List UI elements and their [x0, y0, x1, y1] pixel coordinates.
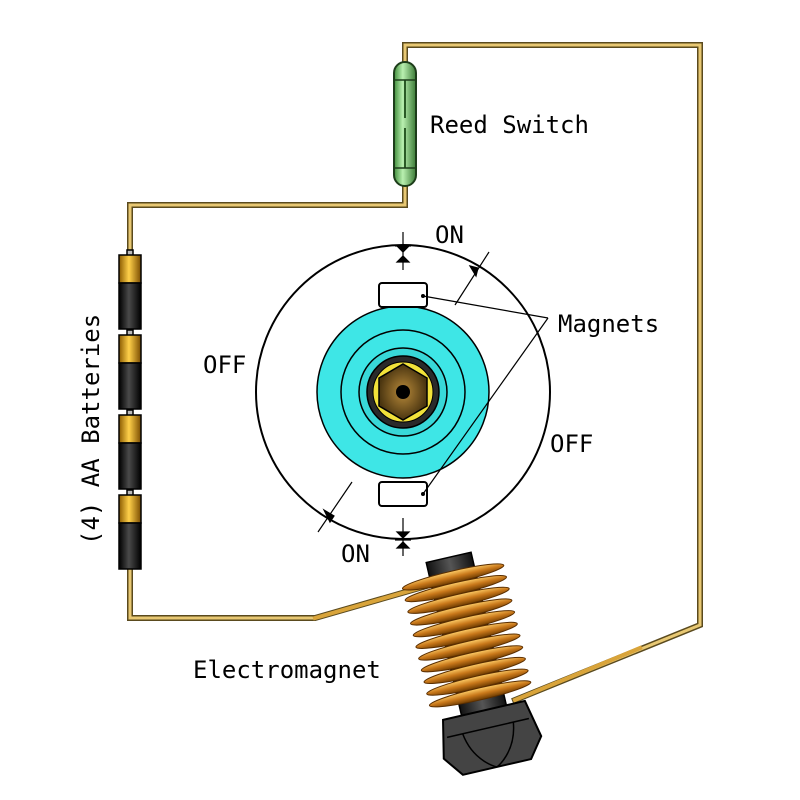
- on-top-label: ON: [435, 221, 464, 249]
- coil-windings: [401, 563, 532, 708]
- reed-switch-icon: [393, 61, 417, 187]
- on-bottom-label: ON: [341, 540, 370, 568]
- reed-switch-label: Reed Switch: [430, 111, 589, 139]
- magnet-leaders: [422, 295, 549, 495]
- off-left-label: OFF: [203, 351, 246, 379]
- magnet-block-icon: [378, 481, 428, 507]
- angle-markers: [317, 232, 490, 556]
- aa-battery-icon: [118, 329, 142, 410]
- magnet-block-icon: [378, 282, 428, 308]
- magnets-label: Magnets: [558, 310, 659, 338]
- aa-battery-icon: [118, 409, 142, 490]
- off-right-label: OFF: [550, 430, 593, 458]
- aa-battery-icon: [118, 249, 142, 330]
- coil-bolt-icon: [401, 551, 543, 776]
- aa-battery-stack: [118, 249, 142, 570]
- electromagnet-label: Electromagnet: [193, 656, 381, 684]
- wires: [127, 42, 703, 704]
- batteries-label: (4) AA Batteries: [77, 314, 105, 545]
- aa-battery-icon: [118, 489, 142, 570]
